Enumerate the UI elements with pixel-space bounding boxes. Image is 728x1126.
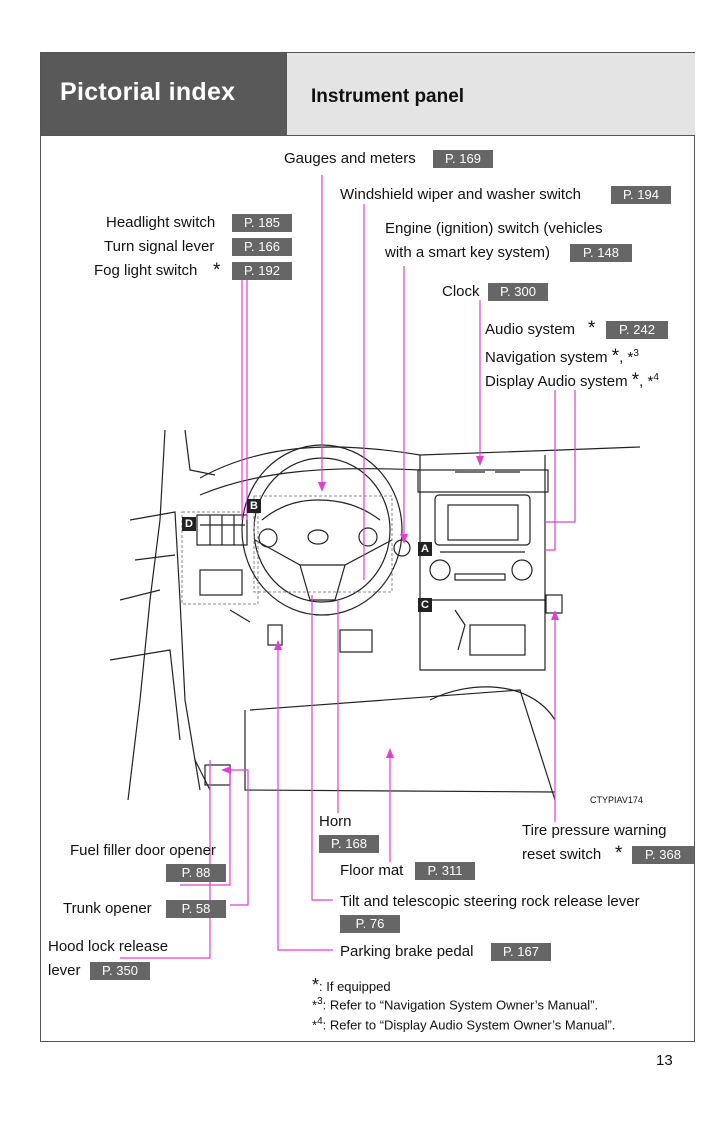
label-fog-light: Fog light switch bbox=[94, 262, 198, 279]
callout-c: C bbox=[418, 598, 432, 612]
footnote-3: *3: Refer to “Navigation System Owner’s … bbox=[312, 996, 598, 1012]
footnote-4-text: : Refer to “Display Audio System Owner’s… bbox=[322, 1017, 616, 1033]
label-navigation: Navigation system *, *3 bbox=[485, 345, 639, 367]
label-tilt-lever: Tilt and telescopic steering rock releas… bbox=[340, 893, 640, 910]
page-ref-horn: P. 168 bbox=[319, 835, 379, 853]
label-trunk-opener: Trunk opener bbox=[63, 900, 152, 917]
callout-a: A bbox=[418, 542, 432, 556]
header-divider bbox=[41, 135, 694, 136]
footnote-mark: * bbox=[312, 1017, 318, 1033]
label-display-audio-text: Display Audio system bbox=[485, 373, 628, 390]
footnote-mark: * bbox=[627, 349, 634, 366]
label-audio: Audio system bbox=[485, 321, 576, 338]
page-number: 13 bbox=[656, 1052, 673, 1069]
label-fuel-filler: Fuel filler door opener bbox=[70, 842, 216, 859]
label-hood-line1: Hood lock release bbox=[48, 938, 169, 955]
label-wiper: Windshield wiper and washer switch bbox=[340, 186, 581, 203]
footnote-mark: * bbox=[647, 373, 654, 390]
footnote-ref-4: 4 bbox=[653, 372, 659, 383]
label-engine-line2: with a smart key system) bbox=[385, 244, 551, 261]
equipped-mark: * bbox=[588, 318, 596, 339]
label-clock: Clock bbox=[442, 283, 480, 300]
page-ref-engine: P. 148 bbox=[570, 244, 632, 262]
page-ref-headlight: P. 185 bbox=[232, 214, 292, 232]
footnote-equipped-text: : If equipped bbox=[319, 979, 391, 994]
callout-d: D bbox=[182, 517, 196, 531]
page-ref-floor-mat: P. 311 bbox=[415, 862, 475, 880]
label-engine-line1: Engine (ignition) switch (vehicles bbox=[385, 220, 603, 237]
equipped-mark: * bbox=[312, 975, 320, 995]
page-ref-trunk-opener: P. 58 bbox=[166, 900, 226, 918]
label-horn: Horn bbox=[319, 813, 352, 830]
label-tire-line1: Tire pressure warning bbox=[522, 822, 667, 839]
page-ref-clock: P. 300 bbox=[488, 283, 548, 301]
page-title: Instrument panel bbox=[311, 86, 465, 107]
page-ref-hood: P. 350 bbox=[90, 962, 150, 980]
page-ref-tilt-lever: P. 76 bbox=[340, 915, 400, 933]
equipped-mark: * bbox=[611, 346, 620, 367]
footnote-ref-3: 3 bbox=[633, 348, 639, 359]
equipped-mark: * bbox=[631, 370, 640, 391]
footnote-equipped: *: If equipped bbox=[312, 975, 391, 996]
footnote-ref-3: 3 bbox=[317, 996, 323, 1007]
equipped-mark: * bbox=[213, 260, 221, 281]
section-header bbox=[41, 53, 286, 135]
callout-b: B bbox=[247, 499, 261, 513]
image-code: CTYPIAV174 bbox=[590, 795, 643, 805]
separator: , bbox=[639, 373, 644, 390]
page-ref-parking-brake: P. 167 bbox=[491, 943, 551, 961]
label-hood-line2: lever bbox=[48, 962, 81, 979]
page-ref-gauges: P. 169 bbox=[433, 150, 493, 168]
label-parking-brake: Parking brake pedal bbox=[340, 943, 474, 960]
label-turn-signal: Turn signal lever bbox=[104, 238, 215, 255]
label-gauges: Gauges and meters bbox=[284, 150, 416, 167]
footnote-4: *4: Refer to “Display Audio System Owner… bbox=[312, 1016, 615, 1032]
page-ref-fuel-filler: P. 88 bbox=[166, 864, 226, 882]
page-ref-tire: P. 368 bbox=[632, 846, 694, 864]
page-ref-fog-light: P. 192 bbox=[232, 262, 292, 280]
label-headlight: Headlight switch bbox=[106, 214, 216, 231]
section-title: Pictorial index bbox=[60, 78, 236, 106]
page-ref-turn-signal: P. 166 bbox=[232, 238, 292, 256]
label-tire-line2: reset switch bbox=[522, 846, 602, 863]
separator: , bbox=[619, 349, 624, 366]
footnote-mark: * bbox=[312, 997, 318, 1013]
page-ref-wiper: P. 194 bbox=[611, 186, 671, 204]
label-floor-mat: Floor mat bbox=[340, 862, 404, 879]
title-header bbox=[286, 53, 695, 135]
footnote-ref-4: 4 bbox=[317, 1016, 323, 1027]
footnote-3-text: : Refer to “Navigation System Owner’s Ma… bbox=[322, 997, 599, 1013]
page-frame bbox=[40, 52, 695, 1042]
label-navigation-text: Navigation system bbox=[485, 349, 608, 366]
label-display-audio: Display Audio system *, *4 bbox=[485, 369, 659, 391]
equipped-mark: * bbox=[615, 843, 623, 864]
page-ref-audio: P. 242 bbox=[606, 321, 668, 339]
